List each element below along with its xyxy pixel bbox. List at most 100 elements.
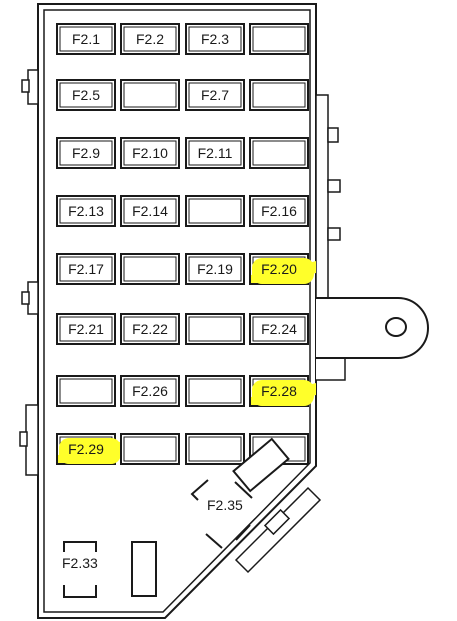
fuse-slot-inner — [59, 26, 113, 52]
fuse-slot-f2-27 — [185, 375, 245, 407]
fuse-slot-frame — [56, 253, 116, 285]
fuse-slot-frame — [185, 195, 245, 227]
relay-f2-33: F2.33 — [62, 541, 98, 598]
fuse-slot-frame — [185, 23, 245, 55]
fuse-slot-f2-30 — [120, 433, 180, 465]
fuse-slot-inner — [59, 378, 113, 404]
fuse-slot-inner — [59, 140, 113, 166]
left-clip-top — [21, 69, 39, 105]
fuse-highlight-mark — [251, 261, 316, 283]
fuse-slot-f2-23 — [185, 313, 245, 345]
left-clip-middle — [21, 281, 39, 315]
fuse-slot-frame — [120, 433, 180, 465]
fuse-label: F2.16 — [261, 203, 297, 219]
relay-f2-35-label: F2.35 — [207, 497, 243, 513]
fuse-slot-frame — [185, 375, 245, 407]
fuse-label: F2.9 — [72, 145, 100, 161]
fuse-slot-frame — [249, 137, 309, 169]
fuse-slot-inner — [123, 378, 177, 404]
fuse-slot-inner — [252, 316, 306, 342]
fuse-slot-frame — [56, 23, 116, 55]
fuse-label: F2.22 — [132, 321, 168, 337]
fuse-slot-inner — [123, 82, 177, 108]
fuse-slot-f2-18 — [120, 253, 180, 285]
fuse-slot-frame — [56, 375, 116, 407]
fuse-label: F2.3 — [201, 31, 229, 47]
fuse-slot-f2-16: F2.16 — [249, 195, 309, 227]
fuse-slot-frame — [185, 253, 245, 285]
tall-slot — [131, 541, 157, 597]
fuse-slot-f2-2: F2.2 — [120, 23, 180, 55]
fuse-label: F2.20 — [261, 261, 297, 277]
fuse-label: F2.28 — [261, 383, 297, 399]
fuse-slot-f2-10: F2.10 — [120, 137, 180, 169]
fuse-slot-f2-19: F2.19 — [185, 253, 245, 285]
fuse-slot-inner — [188, 82, 242, 108]
fuse-slot-frame — [56, 313, 116, 345]
fuse-slot-f2-13: F2.13 — [56, 195, 116, 227]
fuse-label: F2.14 — [132, 203, 168, 219]
fuse-slot-frame — [249, 313, 309, 345]
fuse-slot-inner — [252, 198, 306, 224]
fuse-slot-frame — [185, 79, 245, 111]
fuse-slot-f2-26: F2.26 — [120, 375, 180, 407]
fuse-slot-f2-24: F2.24 — [249, 313, 309, 345]
diagonal-connector — [234, 486, 322, 574]
fuse-slot-f2-14: F2.14 — [120, 195, 180, 227]
fuse-slot-frame — [120, 253, 180, 285]
fuse-label: F2.24 — [261, 321, 297, 337]
fuse-slot-inner — [252, 140, 306, 166]
fuse-slot-f2-1: F2.1 — [56, 23, 116, 55]
fuse-slot-inner — [188, 316, 242, 342]
fuse-slot-f2-9: F2.9 — [56, 137, 116, 169]
fuse-label: F2.29 — [68, 441, 104, 457]
fuse-label: F2.21 — [68, 321, 104, 337]
fuse-slot-f2-8 — [249, 79, 309, 111]
fuse-slot-f2-15 — [185, 195, 245, 227]
fuse-slot-inner — [188, 26, 242, 52]
fuse-slot-inner — [59, 256, 113, 282]
fuse-slot-inner — [188, 140, 242, 166]
fuse-label: F2.5 — [72, 87, 100, 103]
fuse-slot-f2-4 — [249, 23, 309, 55]
fuse-slot-f2-21: F2.21 — [56, 313, 116, 345]
fuse-slot-f2-7: F2.7 — [185, 79, 245, 111]
fuse-slot-inner — [123, 26, 177, 52]
fuse-slot-f2-22: F2.22 — [120, 313, 180, 345]
fuse-slot-f2-31 — [185, 433, 245, 465]
fuse-slot-frame — [249, 23, 309, 55]
relay-f2-35: F2.35 — [190, 479, 253, 549]
fuse-slot-frame — [120, 23, 180, 55]
fuse-slot-inner — [59, 316, 113, 342]
fuse-highlight-mark — [251, 383, 316, 405]
fuse-slot-frame — [249, 79, 309, 111]
fuse-slot-inner — [123, 140, 177, 166]
fuse-slot-inner — [123, 316, 177, 342]
fuse-slot-frame — [56, 137, 116, 169]
relay-angled-box — [232, 437, 290, 493]
fuse-slot-frame — [249, 195, 309, 227]
fuse-slot-inner — [188, 198, 242, 224]
fuse-slot-inner — [59, 198, 113, 224]
fuse-slot-inner — [252, 82, 306, 108]
fuse-label: F2.26 — [132, 383, 168, 399]
mounting-tab — [316, 297, 429, 359]
left-clip-bottom — [19, 404, 39, 476]
fuse-slot-frame — [120, 375, 180, 407]
fuse-slot-inner — [188, 436, 242, 462]
fuse-slot-frame — [185, 433, 245, 465]
fuse-slot-inner — [188, 256, 242, 282]
fuse-slot-f2-12 — [249, 137, 309, 169]
fuse-slot-f2-11: F2.11 — [185, 137, 245, 169]
fuse-slot-inner — [59, 82, 113, 108]
fuse-slot-f2-3: F2.3 — [185, 23, 245, 55]
fuse-label: F2.19 — [197, 261, 233, 277]
fuse-label: F2.2 — [136, 31, 164, 47]
fuse-slot-frame — [120, 79, 180, 111]
mounting-hole — [385, 317, 407, 337]
fuse-highlight-mark — [58, 441, 123, 463]
fuse-slot-frame — [120, 195, 180, 227]
fuse-label: F2.17 — [68, 261, 104, 277]
